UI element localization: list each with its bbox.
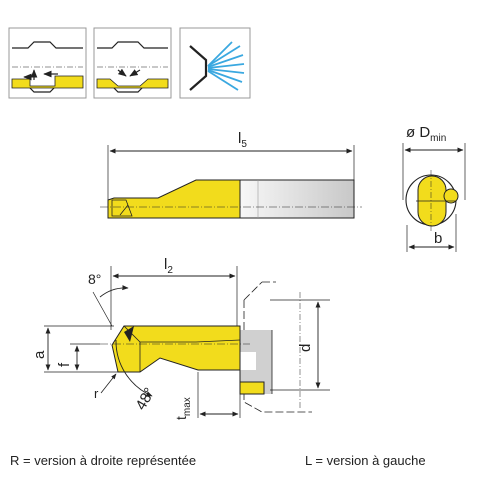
footer-right-version-note: R = version à droite représentée	[10, 453, 197, 468]
tool-shank-side	[239, 179, 355, 219]
b-label: b	[434, 230, 442, 247]
end-view: ø Dmin b	[402, 124, 466, 252]
tool-insert-side	[107, 179, 241, 219]
detail-view: l2 8° a f r 48° tma	[31, 256, 330, 420]
l5-label: l5	[238, 130, 247, 150]
footer-left-version-note: L = version à gauche	[305, 453, 426, 468]
l2-label: l2	[164, 256, 173, 276]
coolant-spray-icon	[179, 27, 251, 99]
workpiece-section	[240, 330, 272, 394]
f-label: f	[56, 362, 73, 367]
dmin-label: ø Dmin	[406, 124, 446, 144]
a-label: a	[31, 350, 48, 359]
t-label: tmax	[173, 397, 193, 420]
profiling-icon	[93, 27, 172, 99]
internal-turning-icon	[8, 27, 87, 99]
r-label: r	[94, 386, 99, 401]
d-label: d	[297, 344, 314, 352]
angle-48-label: 48°	[132, 385, 158, 413]
angle-8-label: 8°	[88, 271, 101, 287]
side-view: l5	[100, 130, 362, 219]
